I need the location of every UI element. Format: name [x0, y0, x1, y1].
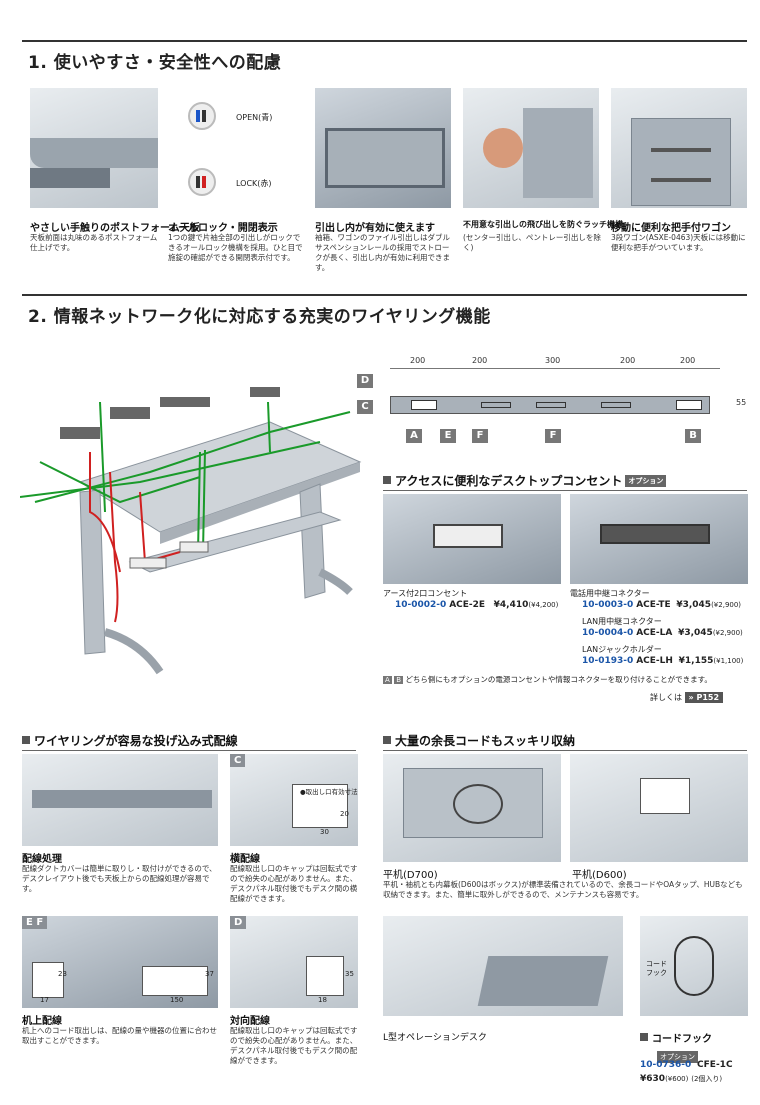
- lock-label: LOCK(赤): [236, 179, 272, 188]
- dim-23: 23: [58, 970, 67, 978]
- b2-line: 10-0004-0 ACE-LA ¥3,045(¥2,900): [582, 628, 743, 638]
- label-b: B: [685, 429, 701, 443]
- wiring-rule: [22, 750, 356, 751]
- wagon-photo: [611, 88, 747, 208]
- hook-title: コードフック: [640, 1030, 712, 1045]
- storage-rule: [383, 750, 747, 751]
- hook-price-line: ¥630(¥600) (2個入り): [640, 1074, 723, 1084]
- b3-name: LANジャックホルダー: [582, 645, 662, 654]
- feature5-title: 移動に便利な把手付ワゴン: [611, 223, 731, 234]
- wiring2-title: 横配線: [230, 854, 260, 865]
- postform-top-photo: [30, 88, 158, 208]
- wiring-title: ワイヤリングが容易な投げ込み式配線: [22, 732, 238, 749]
- storage-text: 平机・袖机とも内幕板(D600はボックス)が標準装備されているので、余長コードや…: [383, 880, 743, 899]
- label-e: E: [440, 429, 456, 443]
- label-c: C: [357, 400, 373, 414]
- dim-150: 150: [170, 996, 184, 1004]
- open-label: OPEN(青): [236, 113, 273, 122]
- duct-cover-photo: [22, 754, 218, 846]
- more-link[interactable]: 詳しくは » P152: [650, 692, 724, 703]
- section2-rule: [22, 294, 747, 296]
- b1-line: 10-0003-0 ACE-TE ¥3,045(¥2,900): [582, 600, 742, 610]
- dim-35: 35: [345, 970, 354, 978]
- b1-name: 電話用中継コネクター: [570, 589, 650, 598]
- dim-17: 17: [40, 996, 49, 1004]
- wiring3-text: 机上へのコード取出しは、配線の量や機器の位置に合わせ取出すことができます。: [22, 1026, 217, 1045]
- wiring4-title: 対向配線: [230, 1016, 270, 1027]
- cord-hook-photo: コード フック: [640, 916, 748, 1016]
- latch-photo: [463, 88, 599, 208]
- dim-18: 18: [318, 996, 327, 1004]
- l-desk-photo: [383, 916, 623, 1016]
- label-d: D: [357, 374, 373, 388]
- feature1-title: やさしい手触りのポストフォーム天板: [30, 223, 200, 234]
- lock-indicator-photo: OPEN(青) LOCK(赤): [168, 88, 304, 208]
- b3-line: 10-0193-0 ACE-LH ¥1,155(¥1,100): [582, 656, 744, 666]
- feature4-title: 不用意な引出しの飛び出しを防ぐラッチ機構: [463, 220, 623, 229]
- a-product-line: 10-0002-0 ACE-2E ¥4,410(¥4,200): [395, 600, 559, 610]
- desk-d600-photo: [570, 754, 748, 862]
- label-f2: F: [545, 429, 561, 443]
- storage-title: 大量の余長コードもスッキリ収納: [383, 732, 575, 749]
- outlet-photo: [383, 494, 561, 584]
- wiring2-badge: C: [230, 754, 246, 767]
- label-f1: F: [472, 429, 488, 443]
- desk-d700-photo: [383, 754, 561, 862]
- desk-top-plan: [390, 396, 710, 414]
- desk-wiring-illustration: [20, 387, 362, 675]
- feature3-title: 引出し内が有効に使えます: [315, 223, 435, 234]
- dim-1: 200: [410, 356, 426, 365]
- dim-w: 30: [320, 828, 329, 836]
- side-wiring-photo: [230, 754, 358, 846]
- access-title: アクセスに便利なデスクトップコンセントオプション: [383, 472, 667, 489]
- dim-5: 200: [680, 356, 696, 365]
- hook-code-line: 10-0736-0 CFE-1C: [640, 1060, 733, 1070]
- wiring3-title: 机上配線: [22, 1016, 62, 1027]
- a-product-name: アース付2口コンセント: [383, 589, 468, 598]
- l-desk-caption: L型オペレーションデスク: [383, 1033, 487, 1043]
- feature5-text: 3段ワゴン(ASXE-0463)天板には移動に便利な把手がついています。: [611, 233, 746, 252]
- d700-caption: 平机(D700): [383, 870, 438, 881]
- b2-name: LAN用中継コネクター: [582, 617, 662, 626]
- hook-label: コード フック: [646, 960, 667, 977]
- feature3-text: 袖箱、ワゴンのファイル引出しはダブルサスペンションレールの採用でストロークが長く…: [315, 233, 450, 272]
- dim-37: 37: [205, 970, 214, 978]
- dim-4: 200: [620, 356, 636, 365]
- callout: ●取出し口有効寸法: [300, 788, 358, 796]
- wiring4-badge: D: [230, 916, 247, 929]
- access-note: A B どちら側にもオプションの電源コンセントや情報コネクターを取り付けることが…: [383, 675, 712, 684]
- access-rule: [383, 490, 747, 491]
- section1-title: 1. 使いやすさ・安全性への配慮: [28, 53, 282, 73]
- feature2-title: オールロック・開閉表示: [168, 223, 278, 234]
- wiring2-text: 配線取出し口のキャップは回転式ですので紛失の心配がありません。また、デスクパネル…: [230, 864, 358, 903]
- feature1-text: 天板前面は丸味のあるポストフォーム仕上げです。: [30, 233, 158, 252]
- wiring1-title: 配線処理: [22, 854, 62, 865]
- section1-rule: [22, 40, 747, 42]
- connector-photo: [570, 494, 748, 584]
- section2-title: 2. 情報ネットワーク化に対応する充実のワイヤリング機能: [28, 307, 491, 327]
- wiring1-text: 配線ダクトカバーは簡単に取りし・取付けができるので、デスクレイアウト後でも天板上…: [22, 864, 217, 893]
- hook-option: オプション: [654, 1046, 698, 1065]
- drawer-rail-photo: [315, 88, 451, 208]
- feature4-text: (センター引出し、ペントレー引出しを除く): [463, 233, 601, 252]
- opposite-wiring-photo: [230, 916, 358, 1008]
- feature2-text: 1つの鍵で片袖全部の引出しがロックできるオールロック機構を採用。ひと目で施錠の確…: [168, 233, 303, 262]
- dim-h: 20: [340, 810, 349, 818]
- d600-caption: 平机(D600): [572, 870, 627, 881]
- dim-line: [390, 368, 720, 369]
- wiring4-text: 配線取出し口のキャップは回転式ですので紛失の心配がありません。また、デスクパネル…: [230, 1026, 358, 1065]
- desktop-wiring-photo: [22, 916, 218, 1008]
- label-a: A: [406, 429, 422, 443]
- dim-3: 300: [545, 356, 561, 365]
- dim-2: 200: [472, 356, 488, 365]
- height-dim: 55: [736, 398, 747, 407]
- wiring3-badge: E F: [22, 916, 48, 929]
